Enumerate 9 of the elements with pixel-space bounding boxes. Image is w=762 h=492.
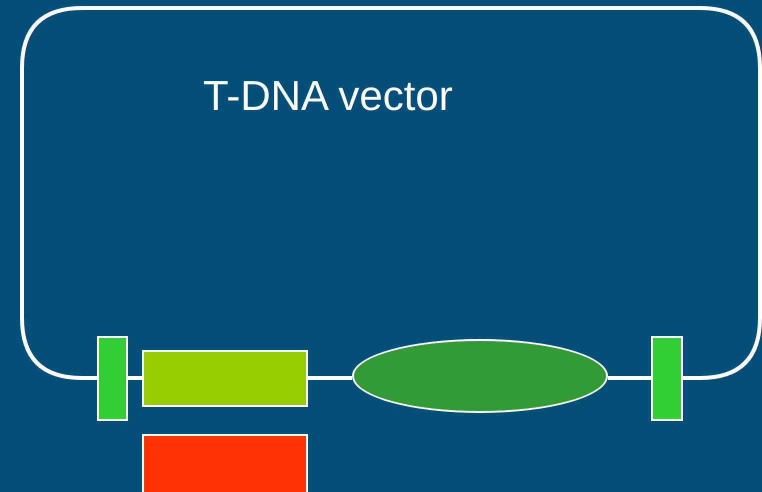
connector-line <box>608 376 651 380</box>
box-segment <box>142 434 308 492</box>
connector-line <box>308 376 352 380</box>
vector-label: T-DNA vector <box>203 72 453 120</box>
bar-segment <box>97 336 128 421</box>
bar-segment <box>651 336 683 421</box>
connector-line <box>128 376 142 380</box>
backbone-line <box>20 6 762 380</box>
box-segment <box>142 350 308 407</box>
